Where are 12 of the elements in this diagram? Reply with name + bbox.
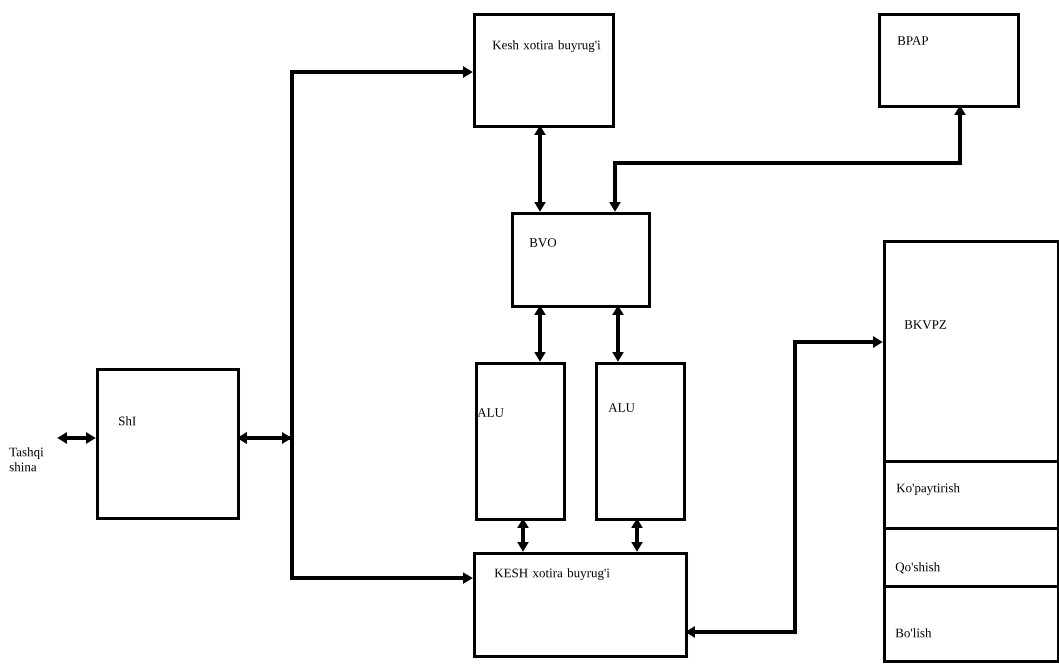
block-box: Bo'lish (883, 585, 1059, 663)
block-box: BKVPZ (883, 240, 1059, 463)
bus-label: Tashqi shina (9, 447, 44, 472)
block-box: ShI (96, 368, 240, 520)
block-box: Ko'paytirish (883, 460, 1059, 530)
block-box: ALU (475, 362, 566, 521)
block-box: Kesh xotira buyrug'i (473, 13, 615, 128)
block-box: Qo'shish (883, 527, 1059, 588)
block-box: BPAP (878, 13, 1020, 108)
block-box: KESH xotira buyrug'i (473, 552, 688, 658)
block-box: ALU (595, 362, 686, 521)
block-box: BVO (511, 212, 651, 308)
